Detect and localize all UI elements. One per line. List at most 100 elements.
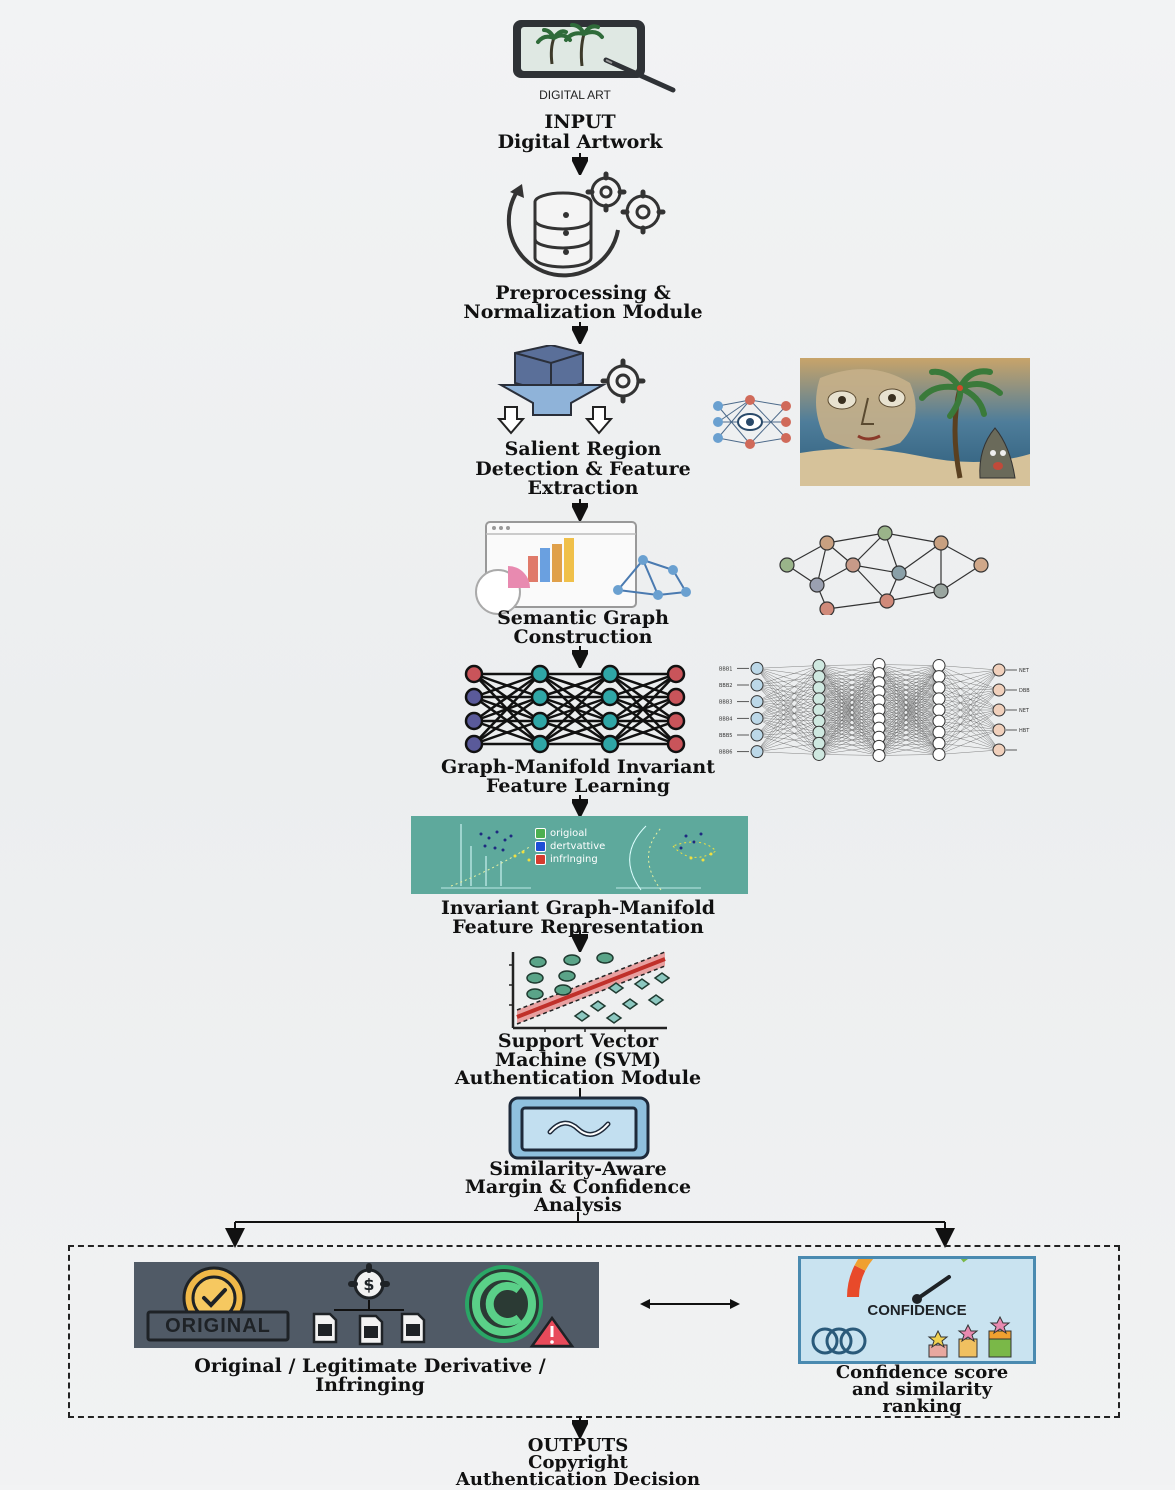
deep-edge <box>938 709 1000 751</box>
deep-edge <box>938 709 1000 731</box>
deep-edge <box>756 676 820 686</box>
deep-node <box>932 659 946 673</box>
deep-edge <box>756 687 820 719</box>
deep-edge <box>938 669 1000 722</box>
deep-edge <box>938 709 1000 755</box>
deep-edge <box>818 728 880 755</box>
deep-edge <box>818 700 880 733</box>
output-left-line2: Infringing <box>315 1373 425 1396</box>
deep-node <box>932 703 946 717</box>
deep-edge <box>878 754 940 756</box>
nn-node <box>666 687 686 707</box>
deep-edge <box>818 673 880 733</box>
nn-edge <box>539 672 611 699</box>
deep-edge <box>938 669 1000 755</box>
deep-edge <box>818 691 880 722</box>
legend-label: dertvattive <box>550 841 606 852</box>
deep-edge <box>818 709 880 733</box>
svm-hyperplane-icon <box>505 950 671 1032</box>
legend-swatch <box>535 828 546 839</box>
deep-edge <box>878 676 940 720</box>
deep-node <box>812 659 826 673</box>
deep-edge <box>818 682 880 733</box>
legend-swatch <box>535 854 546 865</box>
deep-edge <box>938 687 1000 751</box>
nn-node <box>464 687 484 707</box>
deep-node <box>750 678 764 692</box>
step-svm-line2: Machine (SVM) <box>495 1048 661 1071</box>
nn-edge <box>473 672 541 699</box>
deep-edge <box>878 698 940 720</box>
deep-edge <box>938 689 1000 733</box>
flow-arrow <box>572 499 588 521</box>
deep-edge <box>818 673 880 744</box>
confidence-panel: CONFIDENCE <box>798 1256 1036 1364</box>
deep-edge <box>756 720 820 752</box>
deep-node <box>812 681 826 695</box>
deep-edge <box>938 665 1000 711</box>
step-semantic-graph-label: Semantic Graph Construction <box>383 609 783 647</box>
deep-edge <box>818 700 880 755</box>
input-label: BBB5 <box>719 733 732 739</box>
output-label: HBT <box>1019 728 1030 734</box>
step-svm-line1: Support Vector <box>497 1030 659 1052</box>
nn-edge <box>473 695 541 746</box>
deep-node <box>992 683 1006 697</box>
deep-node <box>872 748 886 762</box>
deep-edge <box>878 676 940 747</box>
outputs-line3: Authentication Decision <box>455 1469 701 1490</box>
deep-edge <box>878 665 940 702</box>
deep-node <box>750 745 764 759</box>
deep-node <box>750 661 764 675</box>
deep-edge <box>938 669 1000 711</box>
output-label: NET <box>1019 668 1030 674</box>
deep-node <box>932 670 946 684</box>
deep-node <box>812 670 826 684</box>
step-similarity-line1: Similarity-Aware <box>489 1158 667 1180</box>
deep-node <box>992 743 1006 757</box>
deep-edge <box>756 665 820 752</box>
semantic-graph-network <box>775 525 995 617</box>
deep-edge <box>938 709 1000 722</box>
deep-edge <box>938 729 1000 744</box>
deep-edge <box>878 665 940 720</box>
nn-edge <box>609 672 677 723</box>
deep-edge <box>818 754 880 756</box>
nn-node <box>600 664 620 684</box>
step-gm-learning-label: Graph-Manifold Invariant Feature Learnin… <box>378 758 778 796</box>
deep-edge <box>938 687 1000 691</box>
deep-edge <box>756 668 820 677</box>
step-similarity-line3: Analysis <box>534 1194 622 1216</box>
deep-edge <box>756 698 820 736</box>
nn-node <box>464 711 484 731</box>
deep-edge <box>818 691 880 744</box>
deep-edge <box>878 665 940 674</box>
input-label: BBB3 <box>719 700 732 706</box>
nn-edge <box>609 672 677 699</box>
deep-edge <box>878 665 940 692</box>
step-semantic-graph-line2: Construction <box>513 626 653 648</box>
legend-item: origioal <box>535 828 605 839</box>
deep-edge <box>818 718 880 755</box>
deep-edge <box>938 698 1000 711</box>
deep-node <box>750 695 764 709</box>
nn-edge <box>609 719 677 746</box>
nn-edge <box>539 673 611 745</box>
deep-edge <box>938 669 1000 733</box>
deep-node <box>992 663 1006 677</box>
legend-label: origioal <box>550 828 588 839</box>
outputs-line2: Copyright <box>528 1452 628 1473</box>
deep-edge <box>818 691 880 733</box>
deep-edge <box>938 689 1000 700</box>
deep-edge <box>938 698 1000 731</box>
step-salient-line2: Detection & Feature <box>475 457 691 480</box>
deep-edge <box>818 664 880 711</box>
deep-edge <box>878 698 940 738</box>
output-right-line1: Confidence score <box>835 1362 1009 1383</box>
nn-node <box>600 711 620 731</box>
step-svm-label: Support Vector Machine (SVM) Authenticat… <box>378 1032 778 1088</box>
nn-node <box>530 687 550 707</box>
deep-edge <box>878 720 940 756</box>
step-salient-line1: Salient Region <box>504 438 662 460</box>
classification-panel: $ ORIGINAL <box>134 1262 599 1348</box>
